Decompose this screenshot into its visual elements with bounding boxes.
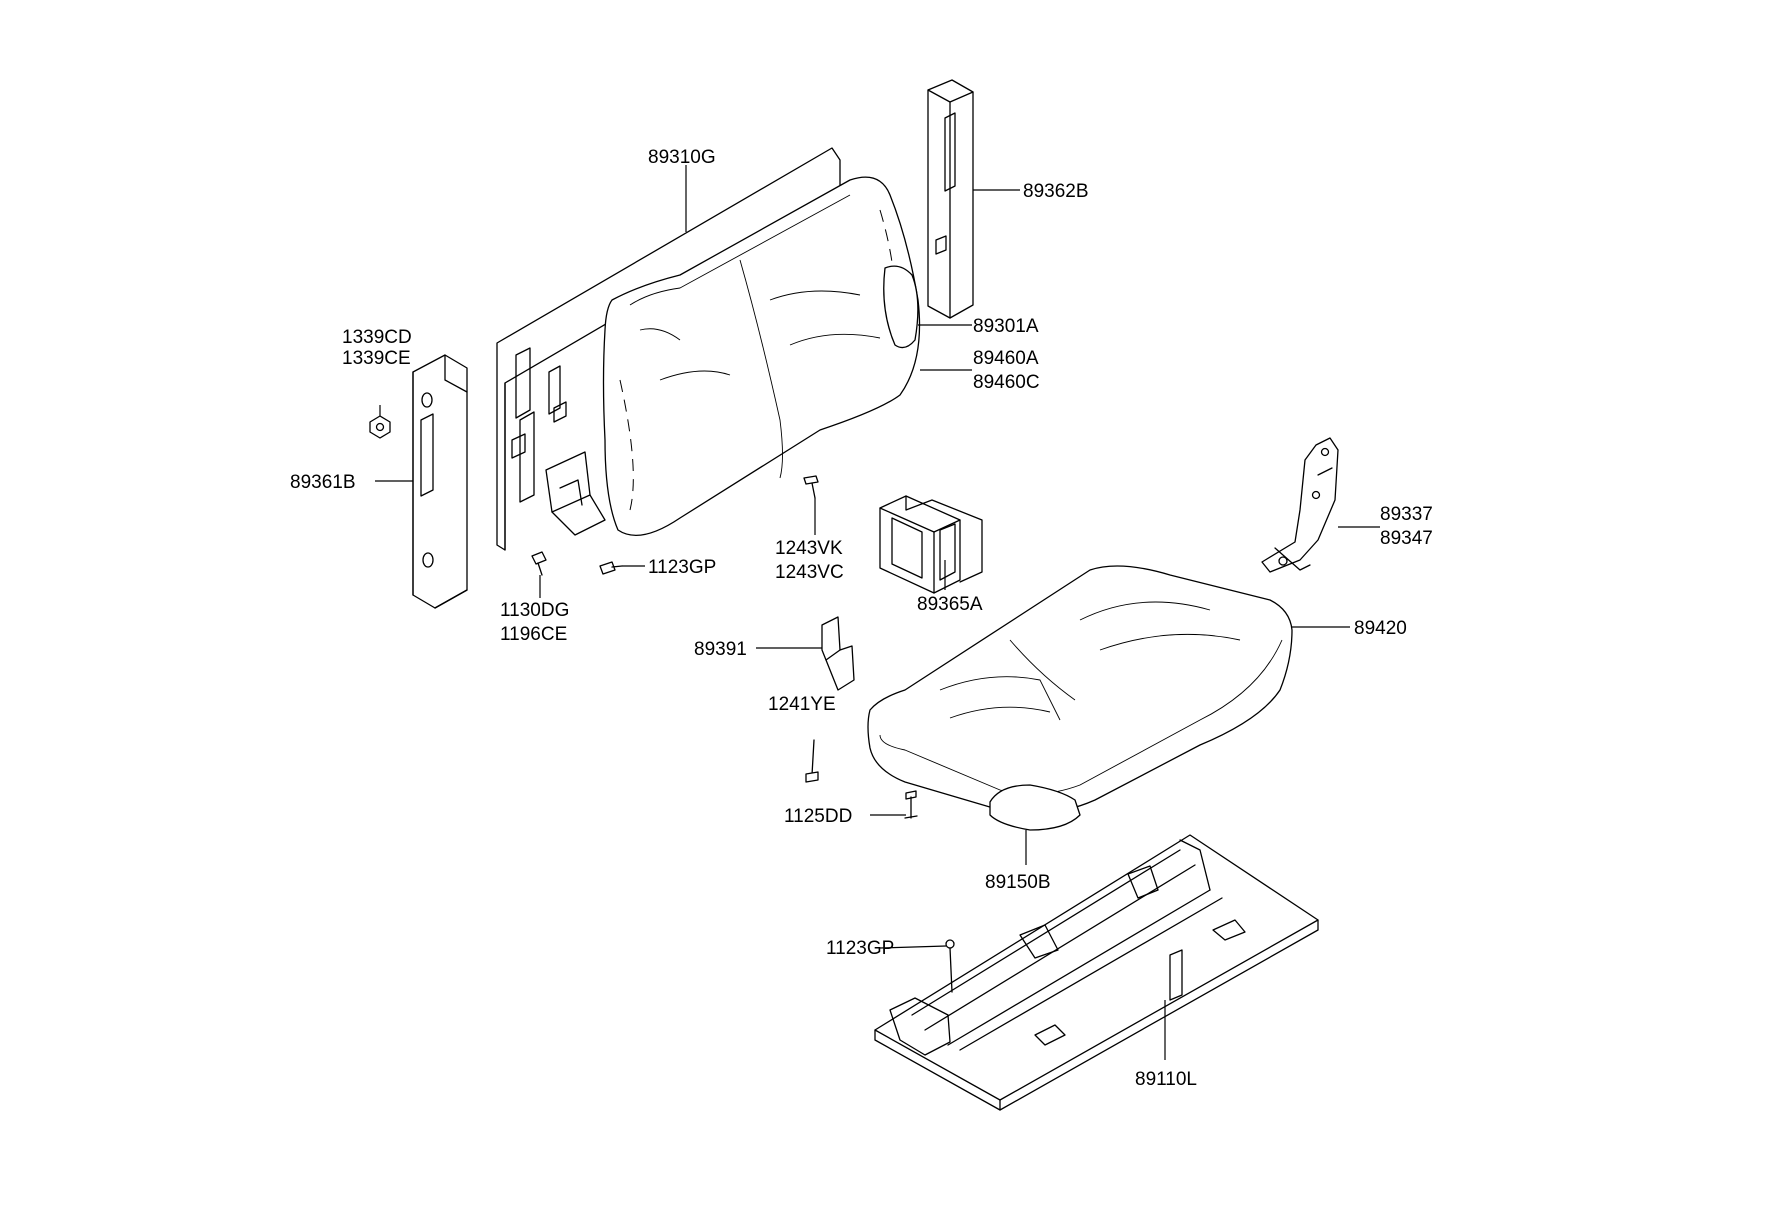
label-1243vk: 1243VK	[775, 538, 843, 559]
label-89110l: 89110L	[1135, 1069, 1197, 1090]
label-1196ce: 1196CE	[500, 624, 567, 645]
label-89361b: 89361B	[290, 472, 356, 493]
label-89362b: 89362B	[1023, 181, 1089, 202]
part-labels: 89310G 89362B 89301A 89460A 89460C 1339C…	[290, 147, 1433, 1090]
label-1339cd: 1339CD	[342, 327, 412, 348]
leader-lines	[375, 165, 1380, 1060]
label-89365a: 89365A	[917, 594, 983, 615]
label-1339ce: 1339CE	[342, 348, 411, 369]
bolt-1125dd	[904, 790, 918, 819]
screw-1123gp-upper	[599, 561, 623, 575]
left-bracket	[412, 354, 468, 609]
seat-cushion	[867, 565, 1293, 831]
label-1123gp-upper: 1123GP	[648, 557, 716, 578]
nut	[369, 415, 391, 439]
seat-base-frame	[874, 834, 1319, 1111]
label-89337: 89337	[1380, 504, 1433, 525]
right-bracket	[927, 79, 974, 319]
label-89460a: 89460A	[973, 348, 1039, 369]
label-1130dg: 1130DG	[500, 600, 569, 621]
label-89460c: 89460C	[973, 372, 1040, 393]
seatback-cushion	[602, 176, 921, 536]
label-1125dd: 1125DD	[784, 806, 852, 827]
label-89310g: 89310G	[648, 147, 716, 168]
label-89150b: 89150B	[985, 872, 1051, 893]
cup-holder	[879, 495, 983, 594]
label-1243vc: 1243VC	[775, 562, 844, 583]
label-89391: 89391	[694, 639, 747, 660]
bolt-1130dg	[531, 551, 547, 576]
label-89347: 89347	[1380, 528, 1433, 549]
label-1123gp-lower: 1123GP	[826, 938, 894, 959]
label-1241ye: 1241YE	[768, 694, 836, 715]
label-89301a: 89301A	[973, 316, 1039, 337]
hinge-bracket	[1261, 437, 1339, 573]
screw-1241ye	[805, 739, 819, 783]
screw-1243vk	[803, 475, 819, 499]
cover-piece	[821, 616, 855, 691]
label-89420: 89420	[1354, 618, 1407, 639]
